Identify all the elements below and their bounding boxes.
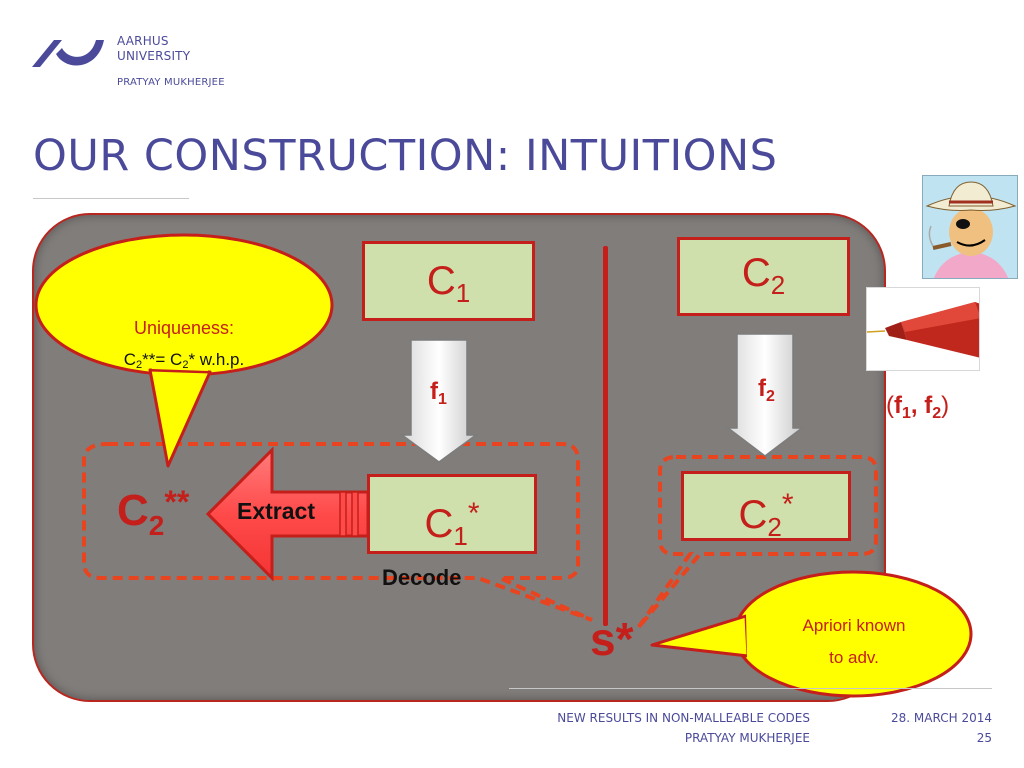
extract-label: Extract: [237, 498, 315, 524]
uniqueness-text: Uniqueness: C2**= C2* w.h.p.: [123, 318, 245, 371]
cowboy-adversary-icon: [922, 175, 1018, 279]
c2-double-star-label: C2**: [117, 484, 190, 541]
c2star-dashed-box: [636, 455, 878, 630]
f-pair-label: (f1, f2): [886, 392, 950, 422]
f2-arrow-icon: [725, 333, 805, 457]
university-name: AARHUS UNIVERSITY: [117, 34, 191, 63]
syringe-tampering-icon: [866, 287, 980, 371]
page-number: 25: [976, 731, 992, 745]
c1-box: C1: [362, 241, 535, 321]
footer-right: 28. MARCH 2014 25: [850, 708, 992, 748]
c1-star-box: C1*: [367, 474, 537, 554]
uniqueness-bubble: [34, 233, 334, 377]
s-star-label: s*: [590, 613, 634, 665]
header-author: PRATYAY MUKHERJEE: [117, 77, 225, 88]
f2-label: f2: [758, 375, 775, 405]
title-divider: [33, 198, 189, 199]
apriori-text: Apriori known to adv.: [802, 616, 906, 667]
footer-author: PRATYAY MUKHERJEE: [684, 731, 810, 745]
slide-title: OUR CONSTRUCTION: INTUITIONS: [33, 131, 778, 181]
c2-box: C2: [677, 237, 850, 316]
footer-talk-title: NEW RESULTS IN NON-MALLEABLE CODES: [557, 711, 810, 725]
f1-label: f1: [430, 378, 447, 408]
footer-divider: [509, 688, 992, 689]
footer-left: NEW RESULTS IN NON-MALLEABLE CODES PRATY…: [500, 708, 810, 748]
aarhus-university-logo-icon: [32, 40, 104, 67]
f1-arrow-icon: [399, 339, 479, 463]
decode-dashed-box: [82, 442, 593, 622]
decode-label: Decode: [382, 565, 462, 590]
footer-date: 28. MARCH 2014: [891, 711, 992, 725]
separator-line: [603, 246, 608, 626]
c2-star-box: C2*: [681, 471, 851, 542]
